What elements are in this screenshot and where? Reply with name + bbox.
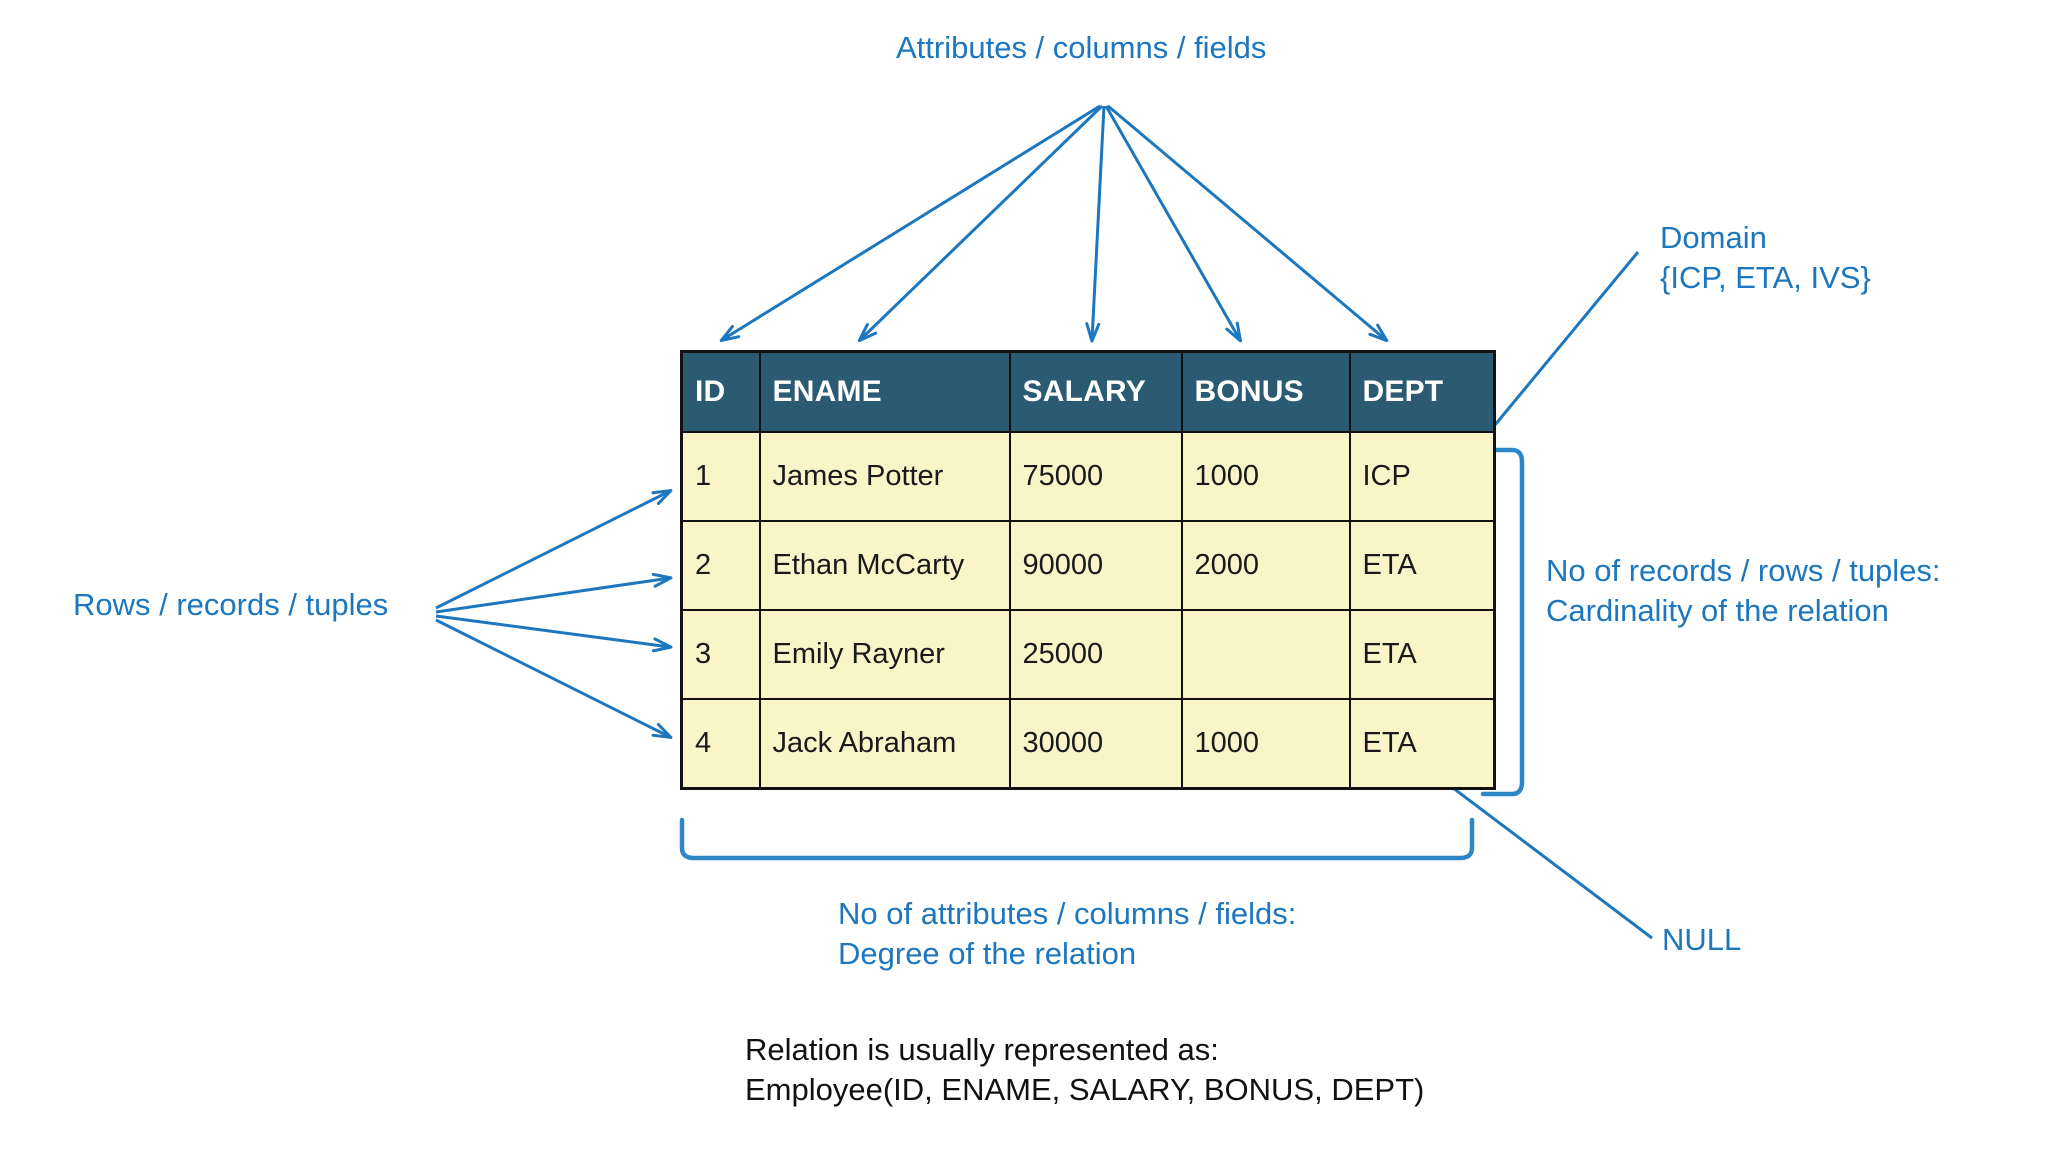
table-row: 4 Jack Abraham 30000 1000 ETA [680,698,1496,790]
cell-salary: 30000 [1008,698,1183,790]
attribute-arrow-id [719,104,1101,343]
cell-id: 4 [680,698,761,790]
attribute-arrows [719,104,1389,343]
table-row: 2 Ethan McCarty 90000 2000 ETA [680,520,1496,611]
cell-bonus: 1000 [1180,698,1351,790]
row-arrow-2 [435,572,673,614]
cell-dept: ICP [1348,431,1496,522]
cell-dept: ETA [1348,698,1496,790]
attribute-arrow-bonus [1104,105,1242,343]
cell-bonus: 1000 [1180,431,1351,522]
label-null: NULL [1662,922,1742,957]
column-header-id: ID [680,350,761,433]
cell-bonus-null [1180,609,1351,700]
cell-ename: James Potter [758,431,1011,522]
employee-relation-table: ID ENAME SALARY BONUS DEPT 1 James Potte… [680,350,1496,790]
attribute-arrow-ename [857,104,1104,343]
label-rows: Rows / records / tuples [73,587,389,622]
relation-representation-note: Relation is usually represented as: Empl… [745,1032,1425,1108]
cell-id: 3 [680,609,761,700]
degree-bracket [679,817,1475,861]
label-degree: No of attributes / columns / fields: Deg… [838,896,1297,971]
cell-salary: 90000 [1008,520,1183,611]
column-header-bonus: BONUS [1180,350,1351,433]
cell-salary: 75000 [1008,431,1183,522]
table-row: 3 Emily Rayner 25000 ETA [680,609,1496,700]
cell-ename: Ethan McCarty [758,520,1011,611]
cell-ename: Jack Abraham [758,698,1011,790]
label-attributes: Attributes / columns / fields [896,30,1267,65]
table-body: 1 James Potter 75000 1000 ICP 2 Ethan Mc… [680,431,1496,790]
cell-id: 2 [680,520,761,611]
cell-dept: ETA [1348,520,1496,611]
label-domain: Domain {ICP, ETA, IVS} [1660,220,1871,295]
row-arrow-1 [435,489,673,610]
label-cardinality: No of records / rows / tuples: Cardinali… [1546,553,1941,628]
row-arrows [435,489,673,739]
table-header-row: ID ENAME SALARY BONUS DEPT [680,350,1496,433]
column-header-salary: SALARY [1008,350,1183,433]
attribute-arrow-dept [1107,104,1389,343]
column-header-ename: ENAME [758,350,1011,433]
row-arrow-4 [435,618,673,739]
cell-salary: 25000 [1008,609,1183,700]
cell-dept: ETA [1348,609,1496,700]
column-header-dept: DEPT [1348,350,1496,433]
cell-bonus: 2000 [1180,520,1351,611]
attribute-arrow-salary [1085,105,1106,343]
row-arrow-3 [435,614,673,653]
cell-id: 1 [680,431,761,522]
table-row: 1 James Potter 75000 1000 ICP [680,431,1496,522]
cell-ename: Emily Rayner [758,609,1011,700]
